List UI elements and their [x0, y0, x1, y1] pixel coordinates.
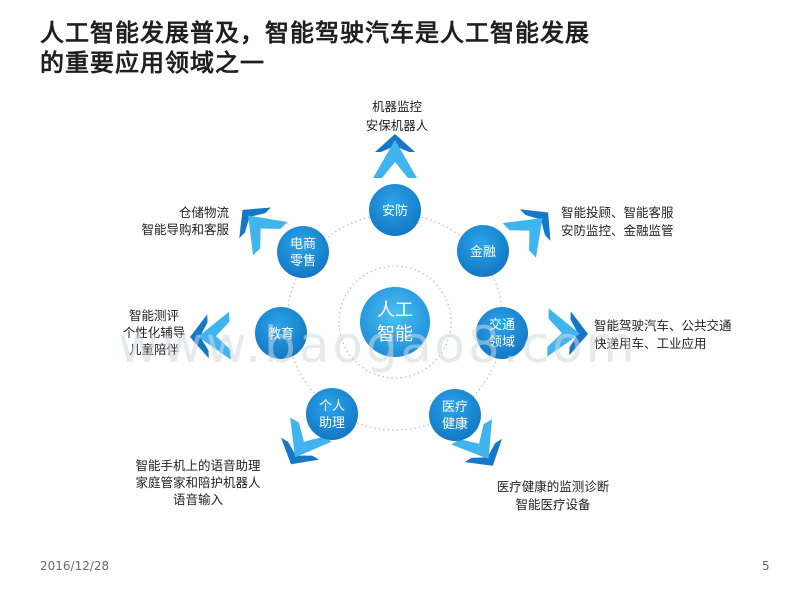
desc-jinrong-line-2: 安防监控、金融监管: [561, 223, 674, 238]
desc-yiliao: 医疗健康的监测诊断 智能医疗设备: [497, 479, 610, 512]
desc-jiaotong: 智能驾驶汽车、公共交通 快递用车、工业应用: [594, 318, 732, 351]
title-line-2: 的重要应用领域之一: [40, 49, 265, 77]
node-jiaotong-label-2: 领域: [489, 335, 515, 350]
node-dianshang-label-2: 零售: [290, 253, 316, 269]
node-jinrong: 金融: [457, 225, 509, 277]
desc-zhuli-line-3: 语音输入: [173, 492, 224, 507]
desc-yiliao-line-1: 医疗健康的监测诊断: [497, 479, 610, 494]
watermark: www.baogao8.com: [118, 316, 637, 374]
title-line-1: 人工智能发展普及，智能驾驶汽车是人工智能发展: [40, 19, 590, 47]
desc-jiaoyu: 智能测评 个性化辅导 儿童陪伴: [123, 308, 186, 357]
desc-dianshang: 仓储物流 智能导购和客服: [141, 205, 229, 237]
chevron-zhuli: [280, 417, 332, 465]
node-yiliao-label-2: 健康: [442, 416, 468, 432]
desc-jiaoyu-line-3: 儿童陪伴: [129, 342, 180, 357]
page-number: 5: [762, 559, 770, 573]
center-node: 人工 智能: [360, 287, 430, 357]
desc-jiaoyu-line-1: 智能测评: [129, 308, 179, 323]
desc-jinrong-line-1: 智能投顾、智能客服: [561, 205, 674, 220]
node-jiaotong: 交通 领域: [476, 307, 528, 359]
node-jiaoyu-label: 教育: [268, 326, 294, 342]
node-jiaoyu: 教育: [255, 307, 307, 359]
inner-dotted-ring: [338, 265, 452, 379]
center-circle: [360, 287, 430, 357]
chevron-jiaotong: [547, 308, 588, 357]
node-yiliao-label-1: 医疗: [442, 400, 468, 415]
chevron-jiaoyu: [190, 311, 231, 360]
desc-jiaoyu-line-2: 个性化辅导: [123, 325, 186, 340]
chevron-yiliao: [451, 419, 502, 466]
desc-anfang-line-1: 机器监控: [372, 99, 423, 114]
desc-jiaotong-line-1: 智能驾驶汽车、公共交通: [594, 318, 732, 333]
node-dianshang: 电商 零售: [277, 226, 329, 278]
chevron-anfang: [373, 134, 417, 178]
node-anfang-label: 安防: [382, 203, 408, 219]
chevron-dianshang: [239, 207, 288, 256]
desc-dianshang-line-1: 仓储物流: [179, 205, 230, 220]
desc-jinrong: 智能投顾、智能客服 安防监控、金融监管: [561, 205, 674, 238]
desc-zhuli: 智能手机上的语音助理 家庭管家和陪护机器人 语音输入: [135, 458, 261, 507]
slide-title: 人工智能发展普及，智能驾驶汽车是人工智能发展 的重要应用领域之一: [40, 18, 700, 78]
node-yiliao: 医疗 健康: [429, 389, 481, 441]
desc-zhuli-line-1: 智能手机上的语音助理: [135, 458, 261, 473]
node-anfang: 安防: [369, 184, 421, 236]
desc-yiliao-line-2: 智能医疗设备: [515, 497, 591, 512]
node-jinrong-label: 金融: [470, 244, 496, 260]
desc-anfang-line-2: 安保机器人: [366, 118, 429, 133]
node-jiaotong-label-1: 交通: [489, 317, 515, 333]
footer-date: 2016/12/28: [40, 559, 110, 573]
node-zhuli-label-1: 个人: [319, 399, 345, 414]
chevron-jinrong: [502, 209, 551, 258]
node-dianshang-label-1: 电商: [290, 237, 316, 252]
desc-dianshang-line-2: 智能导购和客服: [141, 222, 229, 237]
center-label-line-1: 人工: [377, 300, 413, 321]
node-zhuli-label-2: 助理: [319, 416, 345, 431]
desc-jiaotong-line-2: 快递用车、工业应用: [594, 336, 707, 351]
desc-anfang: 机器监控 安保机器人: [366, 99, 429, 133]
center-label-line-2: 智能: [377, 324, 413, 345]
node-zhuli: 个人 助理: [306, 388, 358, 440]
desc-zhuli-line-2: 家庭管家和陪护机器人: [135, 475, 261, 490]
